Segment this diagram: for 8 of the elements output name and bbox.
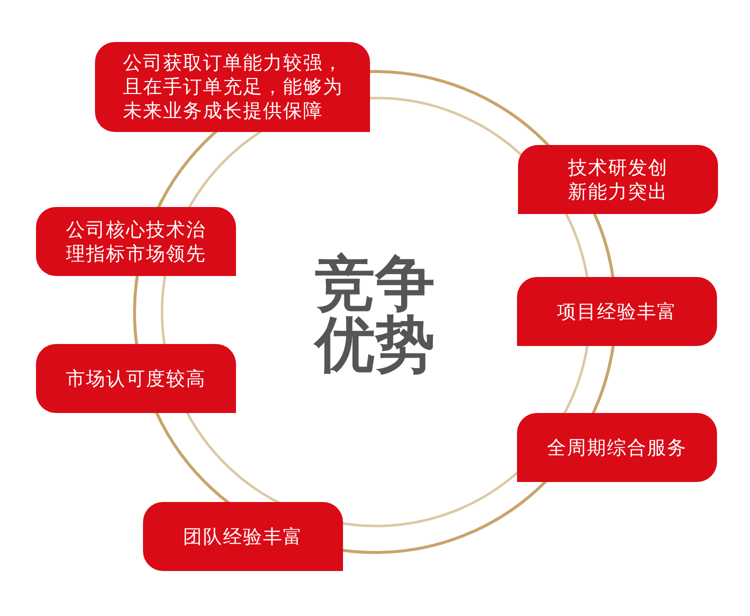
- advantage-card: 项目经验丰富: [517, 277, 717, 346]
- advantage-card: 公司核心技术治理指标市场领先: [36, 207, 236, 276]
- advantage-card: 全周期综合服务: [517, 413, 717, 482]
- center-heading: 竞争优势: [313, 254, 436, 376]
- advantage-card: 公司获取订单能力较强，且在手订单充足，能够为未来业务成长提供保障: [95, 42, 370, 132]
- advantage-card: 技术研发创新能力突出: [518, 145, 718, 214]
- advantage-card: 团队经验丰富: [143, 502, 343, 571]
- advantage-card: 市场认可度较高: [36, 344, 236, 413]
